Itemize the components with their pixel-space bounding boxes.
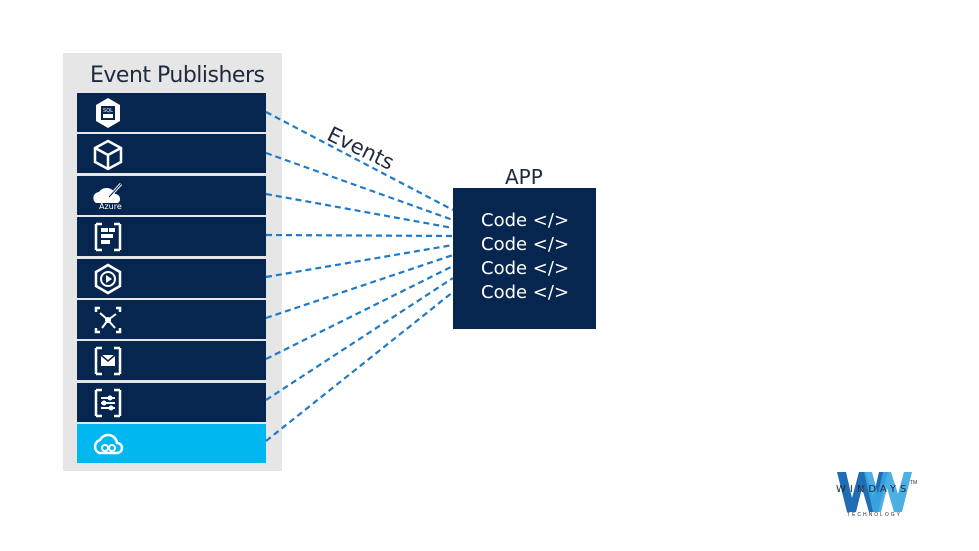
mail-queue-icon [94, 347, 122, 376]
connector-line [265, 265, 454, 360]
event-publishers-panel: Event Publishers SQL Azure [63, 53, 282, 471]
azure-badge: Azure [99, 201, 122, 211]
publisher-row-sliders [77, 382, 266, 422]
publisher-row-media [77, 258, 266, 298]
panel-title: Event Publishers [90, 63, 265, 88]
logo-wordmark: WINDAYS [836, 484, 911, 495]
connector-line [265, 111, 454, 211]
logo-subtitle: TECHNOLOGY [847, 512, 903, 518]
code-line: Code </> [481, 258, 570, 279]
connector-line [265, 253, 454, 320]
connector-line [265, 151, 454, 222]
app-label: APP [505, 165, 543, 189]
cube-box-icon [93, 139, 123, 171]
logo-tm: TM [910, 480, 918, 486]
app-code-box: Code </> Code </> Code </> Code </> [453, 188, 596, 329]
code-line: Code </> [481, 210, 570, 231]
media-services-icon [94, 263, 122, 295]
event-hubs-icon [94, 222, 122, 252]
connector-line [265, 233, 454, 238]
sliders-config-icon [94, 388, 122, 417]
iot-network-icon [94, 306, 122, 334]
code-line: Code </> [481, 282, 570, 303]
code-line: Code </> [481, 234, 570, 255]
cloud-link-icon [93, 433, 124, 455]
windays-logo: WINDAYS TM TECHNOLOGY [832, 468, 922, 520]
publisher-row-mail [77, 341, 266, 381]
connector-line [265, 277, 454, 401]
svg-text:SQL: SQL [103, 108, 113, 114]
publisher-list: SQL Azure [77, 93, 266, 466]
sql-database-icon: SQL [96, 98, 120, 128]
publisher-row-azure: Azure [77, 175, 266, 215]
connector-line [265, 243, 454, 279]
azure-cloud-pen-icon [93, 182, 123, 203]
publisher-row-iot [77, 299, 266, 339]
windays-w-mark-icon [837, 472, 912, 512]
publisher-row-event-hubs [77, 217, 266, 257]
publisher-row-cube [77, 134, 266, 174]
connector-line [265, 192, 454, 230]
publisher-row-cloud [77, 424, 266, 464]
connector-line [265, 291, 454, 442]
publisher-row-sql: SQL [77, 93, 266, 132]
